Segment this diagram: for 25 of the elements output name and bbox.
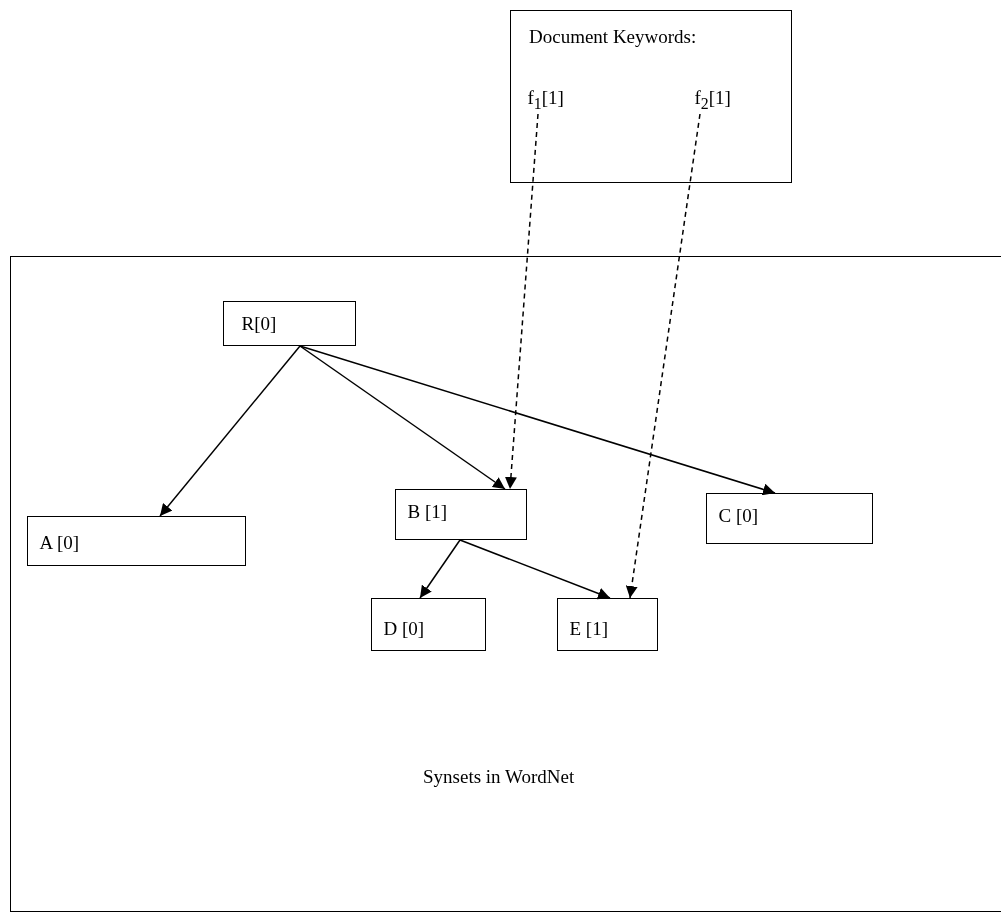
keyword-label: f$_{2}$[1] [694,87,731,112]
arrow [299,345,506,490]
arrow [299,345,776,496]
node-label: Document Keywords: [529,27,697,46]
arrow [459,539,611,600]
node-label: A [0] [39,532,80,552]
node-box [370,597,486,651]
node-label: E [1] [569,618,608,638]
group-box [10,256,1001,912]
node-label: D [0] [383,618,425,638]
dashed-arrow [625,113,701,599]
node-box [705,492,873,544]
dashed-arrow [504,113,539,490]
node-box [510,10,792,183]
node-box [394,488,527,540]
keyword-label: f$_{1}$[1] [527,87,564,112]
node-label: B [1] [407,501,448,521]
node-box [222,300,356,346]
arrow [419,539,461,599]
node-label: C [0] [718,505,759,525]
group-label: Synsets in WordNet [423,767,575,786]
node-box [556,597,658,651]
node-label: R[0] [241,313,277,333]
arrow [159,345,301,517]
node-box [26,515,246,566]
